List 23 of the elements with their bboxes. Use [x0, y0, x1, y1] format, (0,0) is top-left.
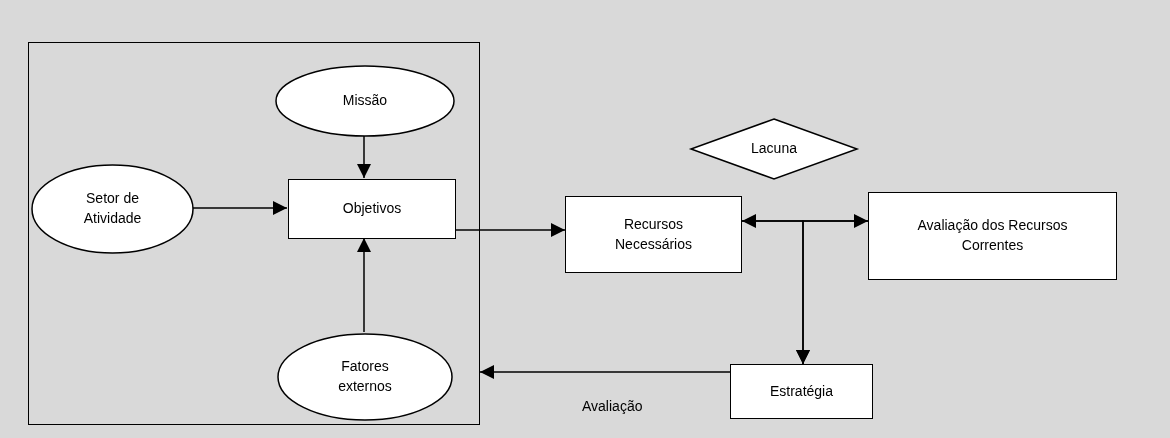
process-box [868, 192, 1117, 280]
ellipse-node [277, 333, 453, 421]
node-label: Recursos Necessários [614, 214, 693, 254]
node-label: Fatores externos [337, 357, 393, 396]
process-box [730, 364, 873, 419]
group-frame [28, 42, 480, 425]
node-label: Missão [342, 91, 388, 111]
node-label: Estratégia [769, 381, 833, 401]
process-box [288, 179, 456, 239]
node-label: Lacuna [751, 139, 797, 159]
arrow [796, 220, 869, 365]
process-box [565, 196, 742, 273]
node-label: Setor de Atividade [82, 189, 143, 228]
node-label: Objetivos [342, 199, 402, 219]
node-label: Avaliação dos Recursos Correntes [916, 216, 1069, 255]
arrow [479, 365, 731, 379]
arrow [454, 223, 566, 237]
arrow [357, 237, 371, 333]
ellipse-node [31, 164, 194, 254]
arrow [357, 135, 371, 179]
decision-diamond [690, 118, 858, 180]
ellipse-node [275, 65, 455, 137]
edge-label: Avaliação [580, 398, 645, 414]
